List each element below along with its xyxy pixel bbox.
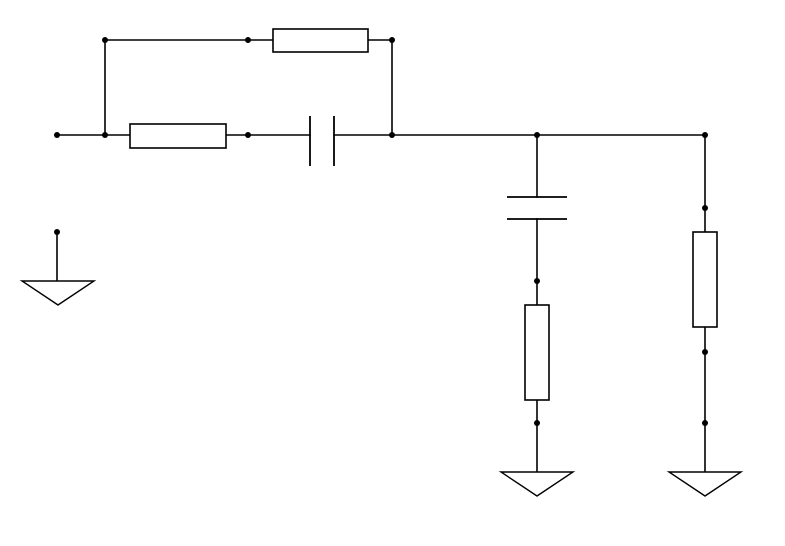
wires: [56, 39, 706, 473]
node: [534, 278, 540, 284]
node: [102, 132, 108, 138]
capacitor-shunt: [507, 196, 567, 220]
node: [389, 132, 395, 138]
node: [702, 205, 708, 211]
ground-right-icon: [666, 471, 744, 497]
ground-mid-icon: [498, 471, 576, 497]
node: [534, 420, 540, 426]
node: [245, 132, 251, 138]
node: [534, 132, 540, 138]
resistor-shunt-2: [692, 231, 718, 328]
node: [102, 37, 108, 43]
junction-nodes: [54, 37, 708, 426]
node: [702, 420, 708, 426]
node: [54, 229, 60, 235]
node: [702, 349, 708, 355]
capacitor-series: [309, 116, 335, 166]
node: [702, 132, 708, 138]
resistor-top: [272, 28, 369, 53]
node: [245, 37, 251, 43]
resistor-shunt-1: [524, 304, 550, 401]
resistor-series: [129, 123, 227, 149]
node: [54, 132, 60, 138]
ground-left-icon: [19, 280, 97, 306]
node: [389, 37, 395, 43]
